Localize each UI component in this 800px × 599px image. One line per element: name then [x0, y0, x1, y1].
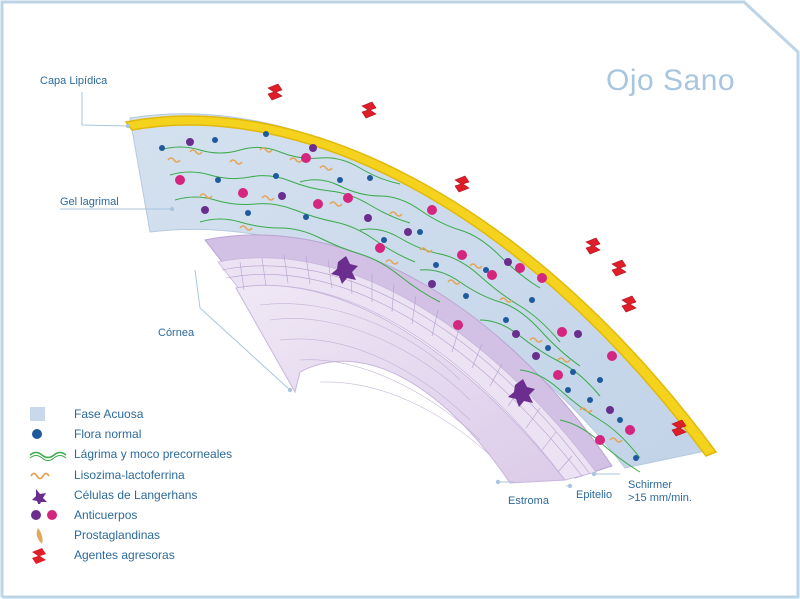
label-schirmer: Schirmer	[628, 479, 673, 491]
lipid-layer	[124, 115, 718, 457]
stroma-fibers	[259, 303, 491, 456]
stroma-layer	[235, 284, 566, 484]
label-cornea: Córnea	[158, 327, 195, 339]
purple-cell-icon	[32, 488, 47, 504]
label-capa-lipidica: Capa Lipídica	[40, 75, 108, 87]
orange-squiggle-icon	[30, 472, 50, 479]
antibody-star-icon	[31, 509, 57, 520]
orange-leaf-icon	[36, 528, 43, 545]
diagram-title: Ojo Sano	[606, 64, 736, 97]
red-s-icon	[32, 548, 46, 565]
flora-dots	[159, 131, 639, 461]
aqueous-square-icon	[30, 407, 45, 421]
lysozyme-squiggles	[167, 147, 623, 443]
label-gel-lagrimal: Gel lagrimal	[60, 196, 119, 208]
label-epitelio: Epitelio	[576, 489, 613, 501]
label-estroma: Estroma	[508, 495, 549, 507]
langerhans-cell	[331, 256, 358, 284]
aggressor-agents	[267, 83, 687, 437]
blue-dot-icon	[32, 429, 42, 440]
green-wave-icon	[29, 452, 67, 462]
antibody-stars	[175, 138, 635, 445]
label-schirmer-value: >15 mm/min.	[628, 492, 692, 504]
langerhans-cell	[508, 379, 535, 407]
cell-grid	[221, 254, 591, 477]
